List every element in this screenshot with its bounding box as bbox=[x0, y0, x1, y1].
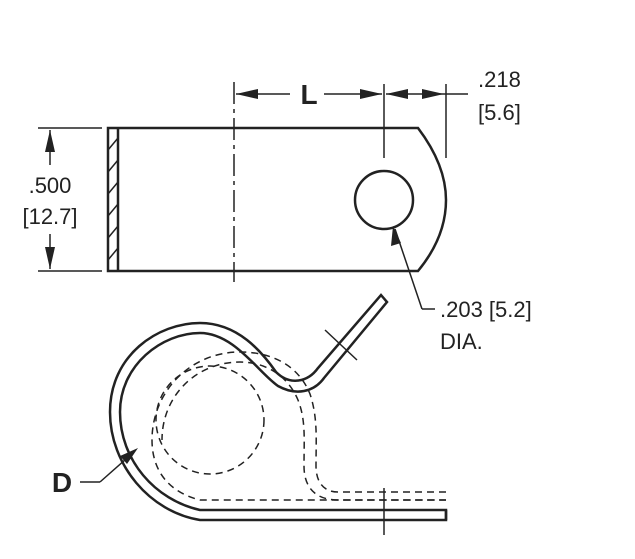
clamp-outline bbox=[106, 126, 448, 273]
diameter-leader: D bbox=[52, 448, 138, 498]
tab-section-mark bbox=[324, 329, 358, 361]
hole-dia-leader: .203 [5.2] DIA. bbox=[391, 226, 532, 354]
hatch-lines bbox=[107, 137, 119, 261]
width-dimension: .500 [12.7] bbox=[22, 127, 102, 272]
tab-offset-mm: [5.6] bbox=[478, 100, 521, 125]
width-mm: [12.7] bbox=[22, 204, 77, 229]
alt-position-inner bbox=[161, 361, 446, 501]
length-label: L bbox=[300, 79, 317, 110]
clamp-outer-contour bbox=[108, 293, 448, 522]
mounting-hole bbox=[353, 169, 415, 231]
tab-offset-inch: .218 bbox=[478, 67, 521, 92]
diameter-label: D bbox=[52, 467, 72, 498]
cable-circle bbox=[155, 365, 265, 475]
length-dimension: L bbox=[236, 79, 382, 110]
hole-dia-suffix: DIA. bbox=[440, 329, 483, 354]
tab-offset-dimension: .218 [5.6] bbox=[386, 67, 521, 125]
hole-dia-label: .203 [5.2] bbox=[440, 297, 532, 322]
side-view bbox=[108, 293, 448, 535]
width-inch: .500 bbox=[29, 173, 72, 198]
alt-position-outline bbox=[151, 351, 446, 501]
top-view bbox=[106, 82, 448, 282]
